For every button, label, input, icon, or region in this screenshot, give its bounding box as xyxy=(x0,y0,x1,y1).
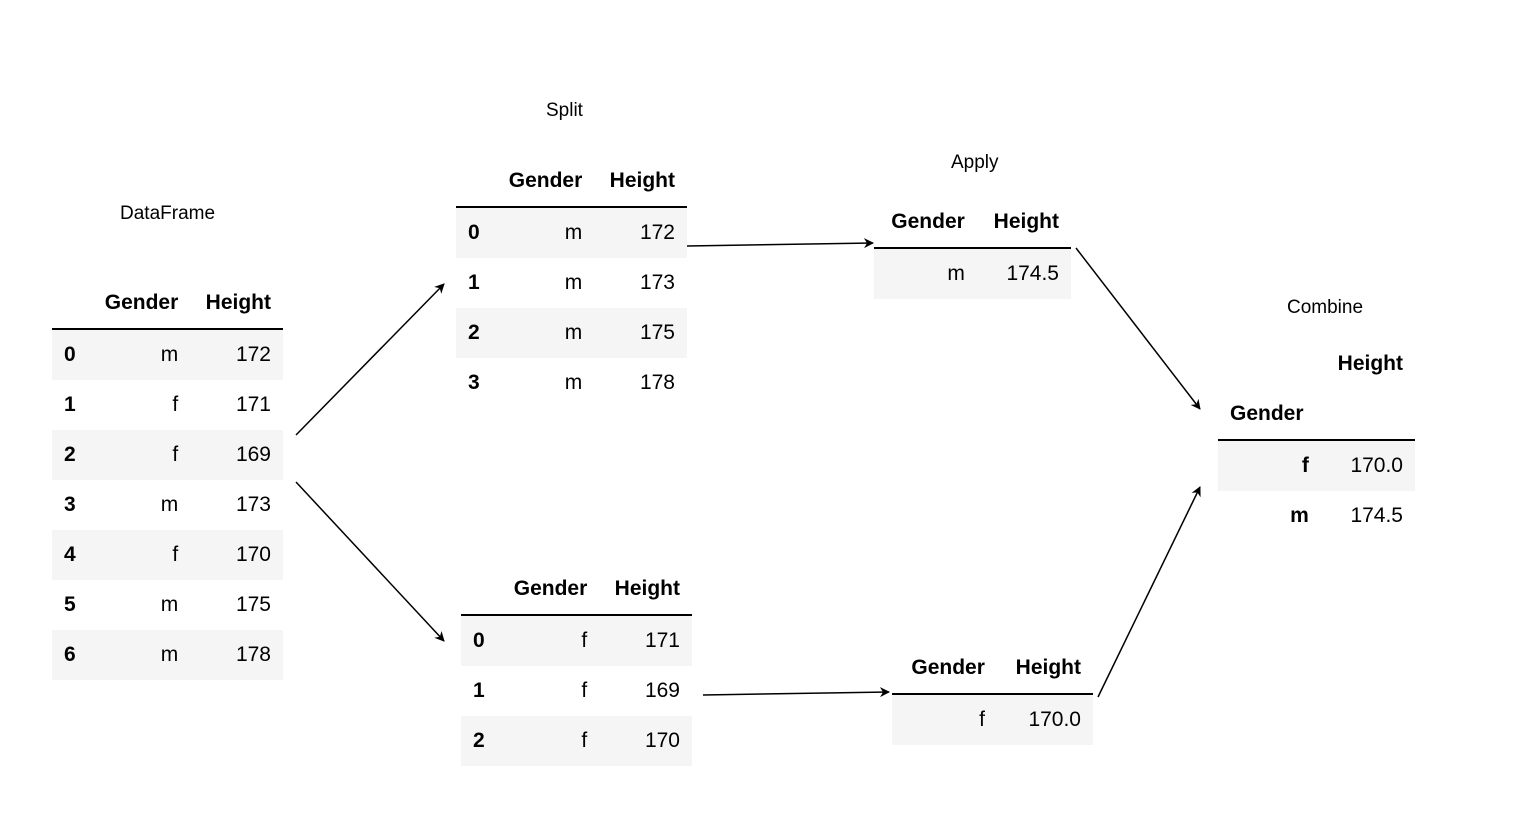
gender-cell: f xyxy=(581,729,588,752)
arrow-to-apply-m xyxy=(686,238,874,249)
arrow-to-combine-m xyxy=(1075,247,1201,410)
gender-cell: f xyxy=(172,393,179,416)
table-row: 0 m 172 xyxy=(52,329,283,380)
arrow-to-combine-f xyxy=(1097,486,1201,698)
height-cell: 170 xyxy=(644,729,680,752)
table-row: m 174.5 xyxy=(874,248,1071,299)
split-title: Split xyxy=(546,100,583,121)
table-row: m 174.5 xyxy=(1218,491,1415,541)
row-index: f xyxy=(1301,454,1309,477)
gender-cell: m xyxy=(160,493,179,516)
combine-table: Height Gender f 170.0 m 174.5 xyxy=(1218,339,1415,541)
column-header: Height xyxy=(190,278,283,330)
row-index: 0 xyxy=(468,221,480,244)
gender-cell: m xyxy=(160,593,179,616)
apply-title: Apply xyxy=(951,152,999,173)
height-cell: 172 xyxy=(639,221,675,244)
row-index: 5 xyxy=(64,593,76,616)
column-header: Height xyxy=(594,156,687,208)
gender-cell: m xyxy=(564,321,583,344)
row-index: 0 xyxy=(473,629,485,652)
apply-m-table: Gender Height m 174.5 xyxy=(874,197,1071,299)
row-index: 0 xyxy=(64,343,76,366)
table-row: 3 m 173 xyxy=(52,480,283,530)
apply-f-table: Gender Height f 170.0 xyxy=(892,643,1093,745)
height-cell: 170.0 xyxy=(1350,454,1403,477)
height-cell: 170 xyxy=(235,543,271,566)
height-cell: 170.0 xyxy=(1028,708,1081,731)
index-name: Gender xyxy=(1218,389,1321,441)
table-row: 0 f 171 xyxy=(461,615,692,666)
table-row: 2 f 170 xyxy=(461,716,692,766)
height-cell: 171 xyxy=(235,393,271,416)
height-cell: 173 xyxy=(235,493,271,516)
column-header: Gender xyxy=(89,278,191,330)
arrow-to-apply-f xyxy=(702,687,890,698)
height-cell: 169 xyxy=(235,443,271,466)
height-cell: 175 xyxy=(639,321,675,344)
arrow-to-split-f xyxy=(295,481,445,642)
height-cell: 178 xyxy=(235,643,271,666)
row-index: 2 xyxy=(473,729,485,752)
dataframe-table: Gender Height 0 m 172 1 f 171 2 f 169 3 m 173 4 f… xyxy=(52,278,283,680)
table-row: 1 f 171 xyxy=(52,380,283,430)
row-index: 3 xyxy=(64,493,76,516)
column-header: Gender xyxy=(874,197,977,249)
row-index: 2 xyxy=(468,321,480,344)
row-index: 1 xyxy=(64,393,76,416)
split-f-table: Gender Height 0 f 171 1 f 169 2 f 170 xyxy=(461,564,692,766)
height-cell: 174.5 xyxy=(1006,262,1059,285)
table-row: 3 m 178 xyxy=(456,358,687,408)
gender-cell: f xyxy=(581,629,588,652)
table-row: 5 m 175 xyxy=(52,580,283,630)
row-index: m xyxy=(1290,504,1309,527)
height-cell: 175 xyxy=(235,593,271,616)
table-row: 2 m 175 xyxy=(456,308,687,358)
gender-cell: m xyxy=(947,262,965,285)
gender-cell: m xyxy=(564,271,583,294)
column-header: Height xyxy=(996,643,1093,695)
gender-cell: m xyxy=(160,343,179,366)
row-index: 1 xyxy=(468,271,480,294)
height-cell: 171 xyxy=(644,629,680,652)
column-header: Gender xyxy=(892,643,997,695)
gender-cell: f xyxy=(172,443,179,466)
column-header: Height xyxy=(599,564,692,616)
combine-title: Combine xyxy=(1287,297,1364,318)
table-row: 0 m 172 xyxy=(456,207,687,258)
gender-cell: f xyxy=(979,708,985,731)
dataframe-title: DataFrame xyxy=(120,203,216,224)
gender-cell: f xyxy=(172,543,179,566)
column-header: Gender xyxy=(498,564,600,616)
table-row: 1 m 173 xyxy=(456,258,687,308)
arrow-to-split-m xyxy=(295,283,445,436)
height-cell: 169 xyxy=(644,679,680,702)
row-index: 6 xyxy=(64,643,76,666)
column-header: Height xyxy=(976,197,1071,249)
row-index: 4 xyxy=(64,543,76,566)
table-row: 1 f 169 xyxy=(461,666,692,716)
table-row: 2 f 169 xyxy=(52,430,283,480)
height-cell: 172 xyxy=(235,343,271,366)
height-cell: 174.5 xyxy=(1350,504,1403,527)
table-row: f 170.0 xyxy=(1218,440,1415,491)
table-row: 6 m 178 xyxy=(52,630,283,680)
gender-cell: f xyxy=(581,679,588,702)
row-index: 3 xyxy=(468,371,480,394)
row-index: 1 xyxy=(473,679,485,702)
gender-cell: m xyxy=(564,371,583,394)
split-m-table: Gender Height 0 m 172 1 m 173 2 m 175 3 m 178 xyxy=(456,156,687,408)
row-index: 2 xyxy=(64,443,76,466)
gender-cell: m xyxy=(160,643,179,666)
height-cell: 178 xyxy=(639,371,675,394)
table-row: 4 f 170 xyxy=(52,530,283,580)
gender-cell: m xyxy=(564,221,583,244)
column-header: Height xyxy=(1337,352,1403,375)
table-row: f 170.0 xyxy=(892,694,1093,745)
height-cell: 173 xyxy=(639,271,675,294)
column-header: Gender xyxy=(493,156,595,208)
